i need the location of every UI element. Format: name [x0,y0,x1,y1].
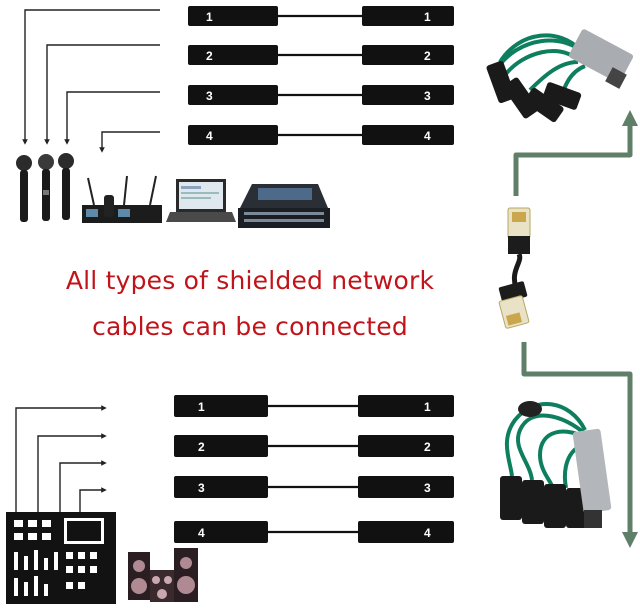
bottom-wiring-lines [15,405,107,515]
xlr-female-connector [358,435,454,457]
cable-label-right: 3 [424,89,431,103]
xlr-male-connector [174,521,268,543]
top-cable-1: 1 1 [188,6,454,26]
route-lines [513,109,639,549]
mixer-panel-icon [6,512,116,604]
xlr-female-connector [358,476,454,498]
xlr-female-connector [188,6,278,26]
xlr-male-connector [174,395,268,417]
cable-label-left: 3 [206,89,213,103]
speaker-stack-icon [128,548,198,602]
xlr-female-connector [358,521,454,543]
bottom-cable-2: 2 2 [174,435,454,457]
laptop-icon [166,179,236,222]
rj45-patch-cable [498,207,531,329]
mixing-console-icon [238,184,330,228]
top-cable-group: 1 1 2 2 3 3 4 4 [188,6,454,145]
top-cable-2: 2 2 [188,45,454,65]
xlr-male-connector [174,476,268,498]
top-snake-adapter [486,29,634,123]
xlr-male-connector [362,125,454,145]
cable-label-right: 1 [424,400,431,414]
bottom-cable-4: 4 4 [174,521,454,543]
bottom-cable-3: 3 3 [174,476,454,498]
cable-label-left: 4 [206,129,213,143]
microphone-icon [16,155,32,222]
cable-label-right: 3 [424,481,431,495]
caption-line-1: All types of shielded network [65,266,435,295]
xlr-male-connector [362,45,454,65]
top-cable-3: 3 3 [188,85,454,105]
xlr-female-connector [188,125,278,145]
cable-label-left: 2 [198,440,205,454]
cable-label-left: 3 [198,481,205,495]
cable-label-right: 2 [424,49,431,63]
cable-label-right: 2 [424,440,431,454]
microphone-icon [38,154,54,221]
cable-label-left: 2 [206,49,213,63]
bottom-cable-1: 1 1 [174,395,454,417]
xlr-male-connector [174,435,268,457]
top-wiring-lines [22,9,160,153]
bottom-snake-adapter [500,401,612,528]
xlr-female-connector [188,45,278,65]
microphone-icon [58,153,74,220]
cable-label-left: 1 [206,10,213,24]
xlr-male-connector [362,6,454,26]
wireless-receiver-icon [82,175,162,223]
top-cable-4: 4 4 [188,125,454,145]
cable-label-right: 4 [424,526,431,540]
bottom-cable-group: 1 1 2 2 3 3 4 4 [174,395,454,543]
cable-label-right: 4 [424,129,431,143]
xlr-female-connector [358,395,454,417]
xlr-male-connector [362,85,454,105]
caption-line-2: cables can be connected [92,312,408,341]
cable-label-left: 4 [198,526,205,540]
cable-label-left: 1 [198,400,205,414]
xlr-female-connector [188,85,278,105]
cable-label-right: 1 [424,10,431,24]
